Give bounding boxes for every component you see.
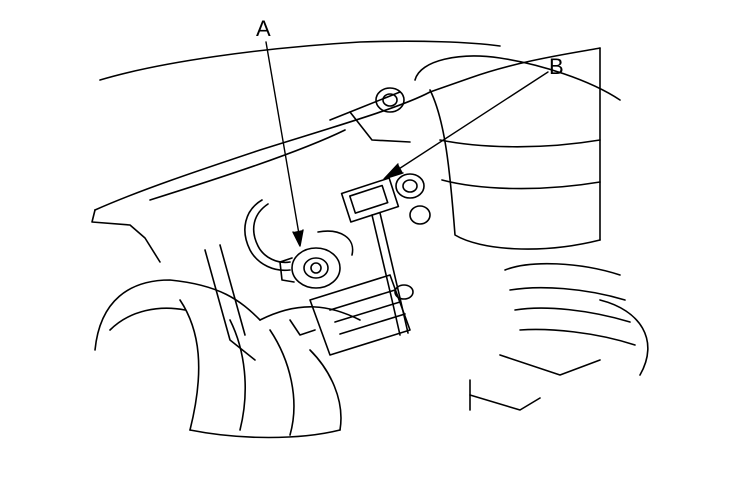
sensor-a (244, 199, 354, 289)
leader-a (265, 41, 301, 241)
foreground-boot (94, 279, 361, 439)
callout-label-a: A (256, 16, 271, 41)
sensor-b-connector (340, 173, 431, 336)
callout-leaders (265, 41, 549, 247)
callout-label-b: B (549, 54, 564, 79)
arrowhead-a (292, 229, 304, 247)
right-housing (349, 47, 621, 250)
lower-right-pipes (469, 262, 649, 411)
upper-housing (91, 40, 601, 263)
leader-b (387, 71, 549, 177)
arrowhead-b (383, 163, 404, 180)
block-plate (204, 244, 411, 361)
